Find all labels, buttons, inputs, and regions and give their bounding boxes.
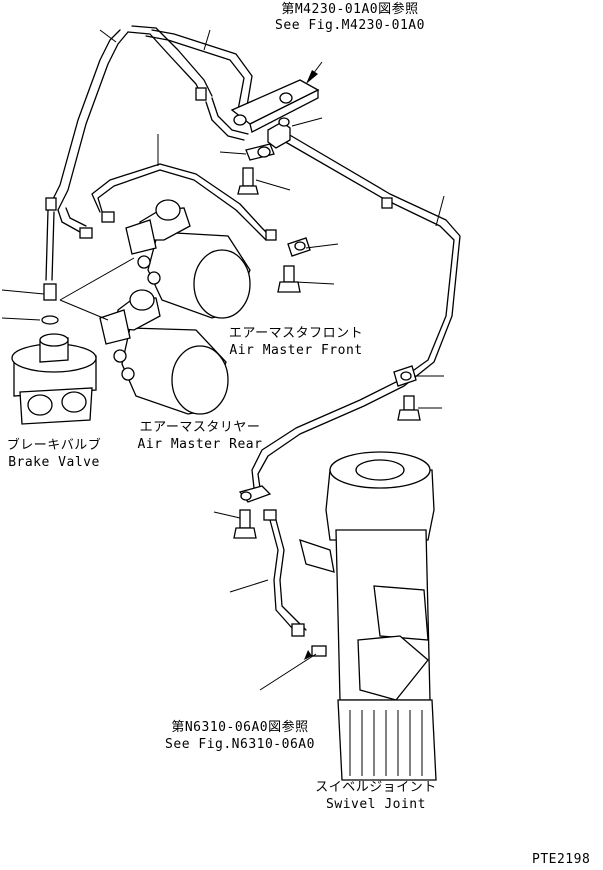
swivel-joint bbox=[299, 451, 437, 781]
hose-lower bbox=[269, 519, 307, 635]
brake-valve bbox=[11, 283, 97, 425]
clamp-upper bbox=[245, 143, 275, 161]
bolt-upper bbox=[237, 167, 259, 195]
air-master-front-jp: エアーマスタフロント bbox=[228, 326, 364, 341]
pipe-upper-double bbox=[49, 25, 253, 211]
bolt-right bbox=[277, 265, 301, 293]
ref-bottom-en: See Fig.N6310-06A0 bbox=[165, 737, 315, 752]
pipe-fittings bbox=[45, 87, 393, 637]
pipe-left-vertical bbox=[45, 207, 87, 281]
ref-bottom-jp: 第N6310-06A0図参照 bbox=[171, 720, 309, 735]
brake-valve-jp: ブレーキバルブ bbox=[6, 438, 102, 453]
air-master-rear-jp: エアーマスタリヤー bbox=[139, 420, 261, 435]
swivel-joint-jp: スイベルジョイント bbox=[315, 780, 437, 795]
drawing-code: PTE2198 bbox=[532, 852, 591, 867]
top-bracket bbox=[230, 61, 323, 149]
clamp-lower bbox=[238, 485, 277, 521]
clamp-right bbox=[287, 237, 311, 257]
pipe-middle bbox=[91, 97, 271, 241]
ref-top-jp: 第M4230-01A0図参照 bbox=[281, 2, 419, 17]
air-master-front bbox=[125, 199, 251, 319]
brake-valve-en: Brake Valve bbox=[8, 455, 100, 470]
air-master-front-en: Air Master Front bbox=[229, 343, 363, 358]
swivel-joint-en: Swivel Joint bbox=[326, 797, 426, 812]
air-master-rear bbox=[99, 289, 229, 415]
clamp-mid-right bbox=[393, 365, 421, 421]
pipe-long-right bbox=[251, 133, 461, 489]
ref-top-en: See Fig.M4230-01A0 bbox=[275, 18, 425, 33]
air-master-rear-en: Air Master Rear bbox=[137, 437, 263, 452]
bolt-lower bbox=[233, 509, 257, 539]
leader-lines bbox=[1, 29, 445, 691]
